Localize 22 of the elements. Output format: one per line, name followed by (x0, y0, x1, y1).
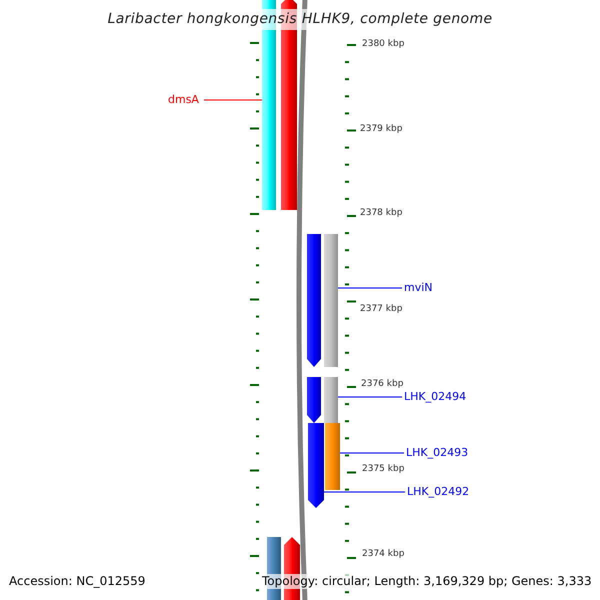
footer-text: Topology: circular; Length: 3,169,329 bp; Genes: 3,333 (262, 574, 592, 589)
gene-feature (324, 377, 338, 423)
gene-feature (324, 234, 338, 367)
scale-label: 2380 kbp (362, 39, 404, 50)
gene-label: LHK_02492 (407, 484, 470, 500)
leader-line (338, 396, 402, 398)
leader-line (340, 452, 404, 454)
footer-text: Accession: NC_012559 (9, 574, 146, 589)
gene-label: mviN (404, 280, 433, 296)
scale-label: 2376 kbp (361, 379, 404, 390)
gene-label: LHK_02493 (406, 445, 468, 461)
gene-label: LHK_02494 (404, 389, 466, 405)
scale-label: 2375 kbp (362, 464, 404, 476)
gene-feature (325, 423, 340, 490)
scale-label: 2379 kbp (360, 124, 402, 136)
gene-feature (308, 423, 324, 508)
scale-label: 2374 kbp (362, 549, 404, 560)
scale-label: 2377 kbp (360, 304, 402, 316)
gene-feature (307, 234, 321, 367)
gene-feature (307, 377, 321, 423)
scale-label: 2378 kbp (360, 208, 402, 220)
gene-label: dmsA (168, 92, 199, 108)
